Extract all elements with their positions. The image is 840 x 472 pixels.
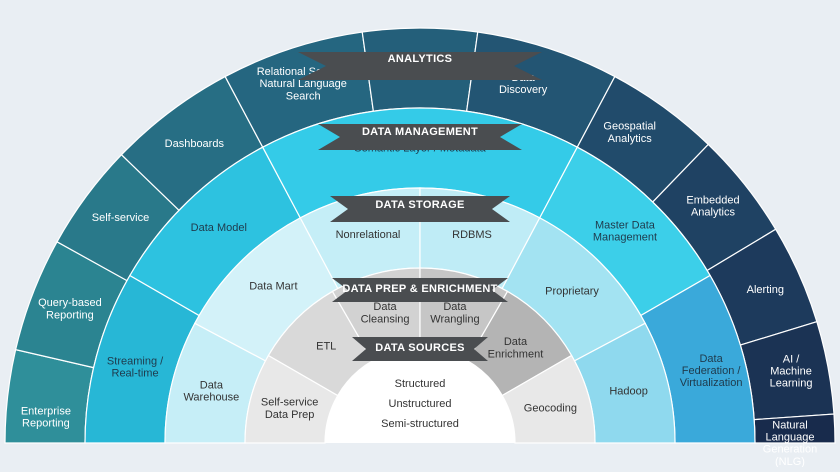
data-management-label: Data Model [191, 222, 247, 234]
data-storage-label: RDBMS [452, 229, 492, 241]
data-prep-label: Geocoding [524, 403, 577, 415]
data-storage-label: Data Mart [249, 280, 297, 292]
data-sources-ribbon: DATA SOURCES [352, 337, 488, 361]
analytics-label: Alerting [747, 284, 784, 296]
source-item: Unstructured [389, 398, 452, 410]
analytics-label: Self-service [92, 212, 149, 224]
data-prep-label: ETL [316, 341, 336, 353]
data-sources-core-shape [325, 348, 515, 443]
analytics-ribbon: ANALYTICS [298, 52, 542, 80]
data-storage-title: DATA STORAGE [375, 199, 464, 211]
data-sources-title: DATA SOURCES [375, 342, 465, 354]
data-prep-ribbon: DATA PREP & ENRICHMENT [332, 278, 508, 302]
analytics-label: Dashboards [165, 138, 225, 150]
data-management-label: Streaming /Real-time [107, 355, 164, 379]
data-management-title: DATA MANAGEMENT [362, 126, 478, 138]
data-prep-title: DATA PREP & ENRICHMENT [342, 283, 497, 295]
ribbons-layer: ANALYTICS DATA MANAGEMENT DATA STORAGE D… [298, 52, 542, 361]
data-management-ribbon: DATA MANAGEMENT [318, 124, 522, 150]
data-storage-ribbon: DATA STORAGE [330, 196, 510, 222]
data-storage-label: Hadoop [609, 386, 648, 398]
data-storage-label: Proprietary [545, 286, 599, 298]
data-sources-core: Structured Unstructured Semi-structured [381, 378, 459, 430]
data-storage-label: Nonrelational [336, 229, 401, 241]
source-item: Semi-structured [381, 418, 459, 430]
analytics-title: ANALYTICS [388, 53, 453, 65]
source-item: Structured [395, 378, 446, 390]
